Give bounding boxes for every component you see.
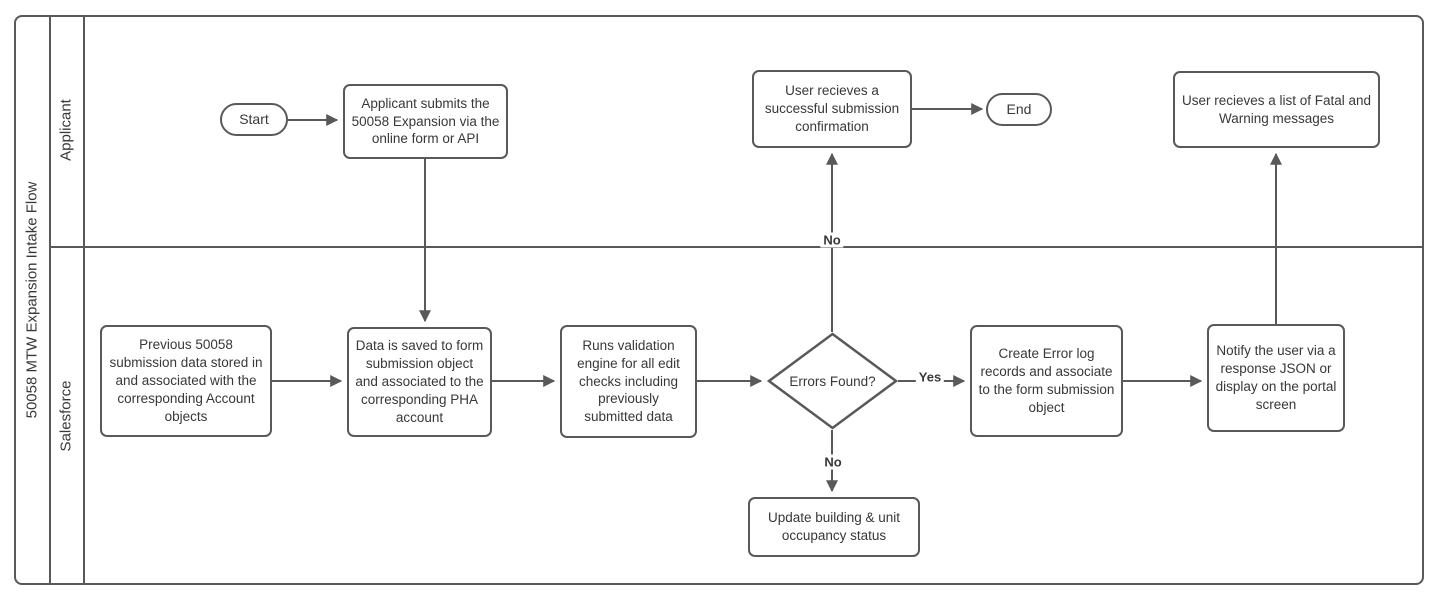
flow-node-submission-confirmation: User recieves a successful submission co… [752, 70, 912, 148]
lane-divider [49, 246, 1424, 248]
node-label-applicant-submits: Applicant submits the 50058 Expansion vi… [351, 95, 500, 147]
flow-node-notify-user: Notify the user via a response JSON or d… [1207, 324, 1345, 432]
node-label-start: Start [239, 111, 269, 128]
node-label-notify-user: Notify the user via a response JSON or d… [1215, 343, 1337, 412]
flow-node-errors-found-decision: Errors Found? [767, 332, 898, 430]
flow-node-create-error-log: Create Error log records and associate t… [970, 325, 1123, 437]
title-column-divider [49, 15, 51, 585]
node-label-submission-confirmation: User recieves a successful submission co… [764, 83, 900, 134]
node-label-update-occupancy: Update building & unit occupancy status [767, 510, 901, 543]
node-label-create-error-log: Create Error log records and associate t… [978, 346, 1115, 415]
flow-node-start: Start [220, 103, 288, 136]
flow-node-end: End [986, 93, 1052, 126]
diagram-frame [14, 15, 1424, 585]
node-label-runs-validation: Runs validation engine for all edit chec… [577, 337, 680, 425]
node-label-fatal-warning-messages: User recieves a list of Fatal and Warnin… [1181, 92, 1372, 126]
node-label-data-saved: Data is saved to form submission object … [355, 338, 484, 425]
node-label-errors-found: Errors Found? [789, 373, 876, 389]
decision-diamond-shape [767, 332, 898, 430]
flow-node-fatal-warning-messages: User recieves a list of Fatal and Warnin… [1173, 71, 1380, 148]
edge-label-no-bottom: No [821, 454, 845, 470]
flow-node-applicant-submits: Applicant submits the 50058 Expansion vi… [343, 84, 508, 159]
node-label-end: End [1006, 101, 1032, 118]
edge-label-no-top: No [820, 232, 844, 248]
flow-node-previous-submission-data: Previous 50058 submission data stored in… [100, 325, 272, 437]
edge-label-yes: Yes [915, 369, 945, 385]
flow-node-runs-validation: Runs validation engine for all edit chec… [560, 325, 697, 438]
lane-label-column-divider [83, 15, 85, 585]
flow-node-data-saved: Data is saved to form submission object … [347, 327, 492, 437]
flow-node-update-occupancy: Update building & unit occupancy status [748, 497, 920, 557]
node-label-previous-submission-data: Previous 50058 submission data stored in… [109, 337, 263, 424]
